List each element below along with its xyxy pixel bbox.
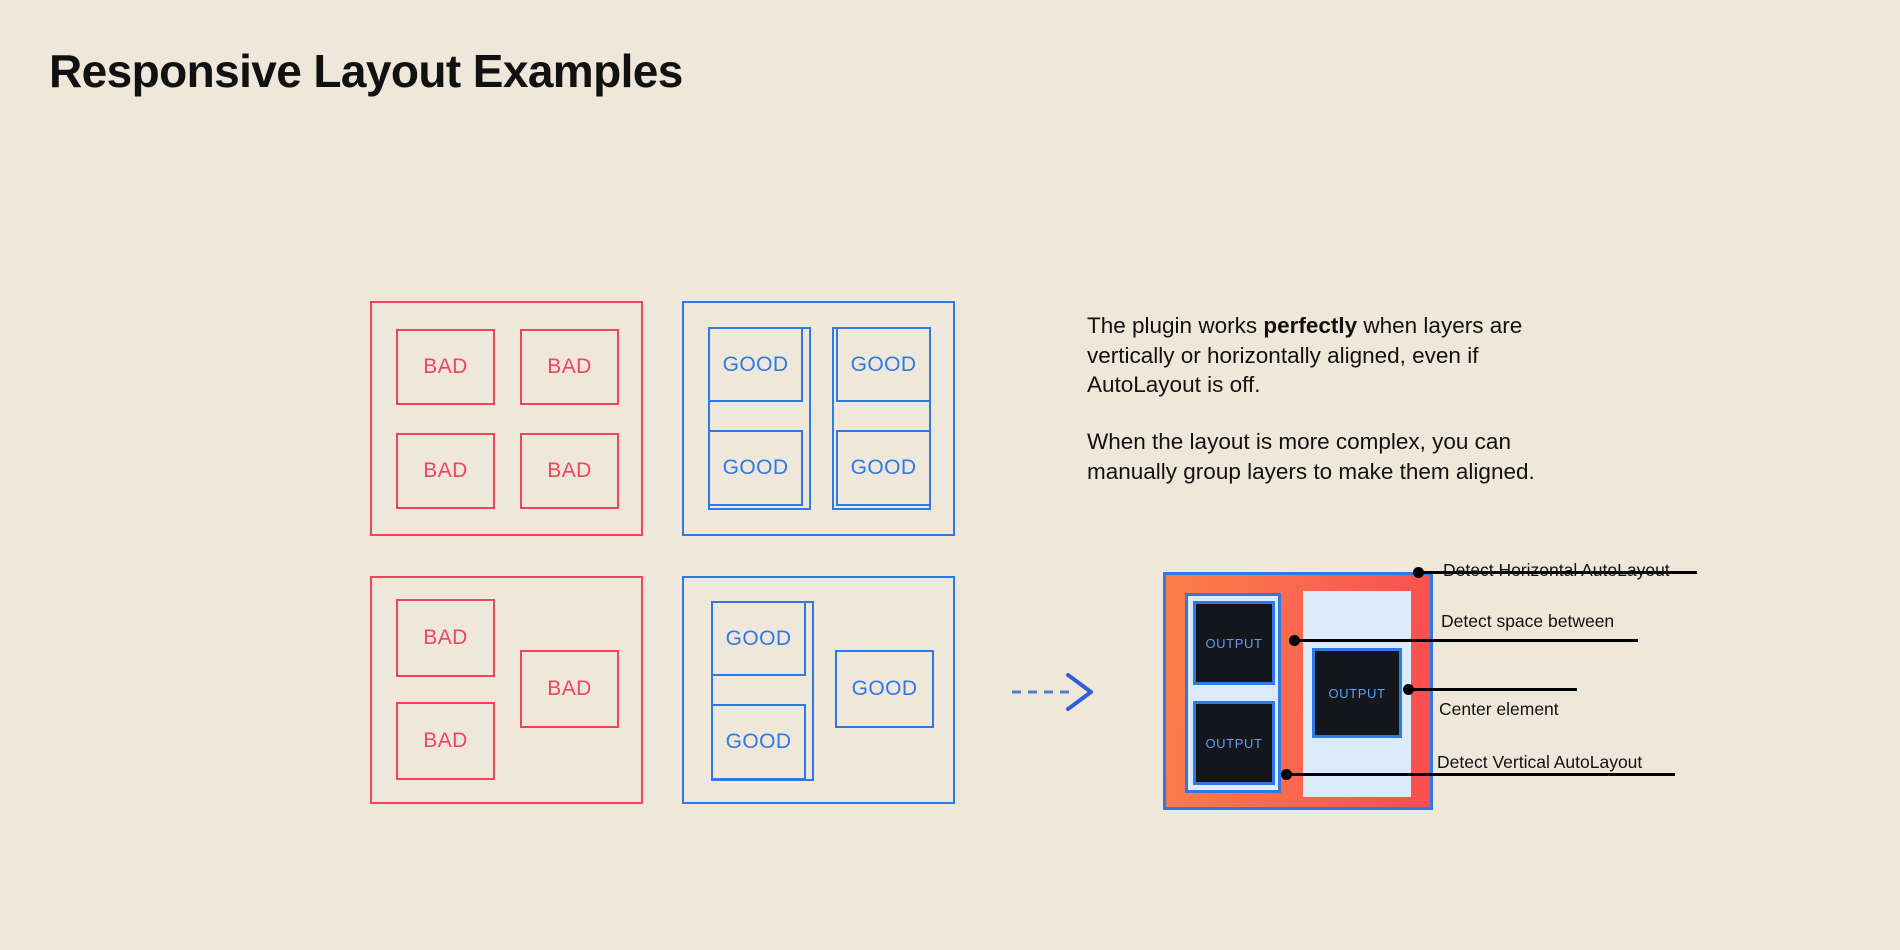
good-grid-item-2-label: GOOD: [722, 456, 789, 479]
description-paragraph-2: When the layout is more complex, you can…: [1087, 429, 1535, 484]
good-grid-item-2[interactable]: GOOD: [708, 430, 803, 506]
bad-complex-panel: BAD BAD BAD: [370, 576, 643, 804]
annotation-label-2: Detect space between: [1441, 611, 1615, 631]
output-box-3[interactable]: OUTPUT: [1312, 648, 1402, 738]
bad-grid-panel: BAD BAD BAD BAD: [370, 301, 643, 536]
result-left-column: OUTPUT OUTPUT: [1185, 593, 1281, 793]
good-complex-item-3[interactable]: GOOD: [835, 650, 934, 728]
good-complex-item-3-label: GOOD: [851, 677, 918, 700]
para-1-bold: perfectly: [1263, 313, 1358, 338]
output-box-3-label: OUTPUT: [1328, 685, 1386, 701]
annotation-line-1: [1418, 571, 1697, 574]
good-grid-item-3-label: GOOD: [850, 352, 917, 376]
good-complex-item-2-label: GOOD: [725, 730, 792, 753]
output-box-2[interactable]: OUTPUT: [1193, 701, 1275, 785]
good-grid-item-4-label: GOOD: [850, 456, 917, 479]
page-title: Responsive Layout Examples: [49, 45, 683, 97]
bad-grid-item-2-label: BAD: [547, 355, 592, 378]
bad-complex-item-1[interactable]: BAD: [396, 599, 495, 677]
bad-grid-item-2[interactable]: BAD: [520, 329, 619, 405]
description-paragraph-1: The plugin works perfectly when layers a…: [1087, 311, 1557, 400]
good-complex-item-2[interactable]: GOOD: [711, 704, 806, 780]
bad-grid-item-1[interactable]: BAD: [396, 329, 495, 405]
bad-complex-item-2[interactable]: BAD: [520, 650, 619, 728]
good-complex-item-1-label: GOOD: [725, 626, 792, 650]
bad-complex-item-3-label: BAD: [423, 729, 468, 752]
annotation-label-3: Center element: [1439, 699, 1559, 719]
good-complex-panel: GOOD GOOD GOOD: [682, 576, 955, 804]
bad-grid-item-4-label: BAD: [547, 459, 592, 482]
dashed-right-arrow-icon: [1012, 672, 1098, 712]
bad-complex-item-2-label: BAD: [547, 677, 592, 700]
bad-grid-item-3[interactable]: BAD: [396, 433, 495, 509]
result-diagram: OUTPUT OUTPUT OUTPUT: [1163, 572, 1433, 810]
annotation-line-2: [1294, 639, 1638, 642]
bad-grid-item-4[interactable]: BAD: [520, 433, 619, 509]
annotation-line-4: [1286, 773, 1675, 776]
output-box-1[interactable]: OUTPUT: [1193, 601, 1275, 685]
good-grid-item-3[interactable]: GOOD: [836, 327, 931, 402]
bad-complex-item-1-label: BAD: [423, 626, 468, 649]
annotation-line-3: [1408, 688, 1577, 691]
good-complex-item-1[interactable]: GOOD: [711, 601, 806, 676]
bad-grid-item-1-label: BAD: [423, 355, 468, 378]
good-grid-item-1[interactable]: GOOD: [708, 327, 803, 402]
bad-complex-item-3[interactable]: BAD: [396, 702, 495, 780]
bad-grid-item-3-label: BAD: [423, 459, 468, 482]
output-box-2-label: OUTPUT: [1205, 735, 1263, 751]
para-1-before: The plugin works: [1087, 313, 1264, 338]
annotation-label-4: Detect Vertical AutoLayout: [1437, 752, 1643, 772]
para-1-after: when layers are vertically or horizontal…: [1087, 313, 1523, 397]
result-right-column: OUTPUT: [1303, 591, 1411, 797]
good-grid-panel: GOOD GOOD GOOD GOOD: [682, 301, 955, 536]
output-box-1-label: OUTPUT: [1205, 635, 1263, 651]
good-grid-item-4[interactable]: GOOD: [836, 430, 931, 506]
annotation-label-1: Detect Horizontal AutoLayout: [1443, 560, 1670, 580]
good-grid-item-1-label: GOOD: [722, 352, 789, 376]
